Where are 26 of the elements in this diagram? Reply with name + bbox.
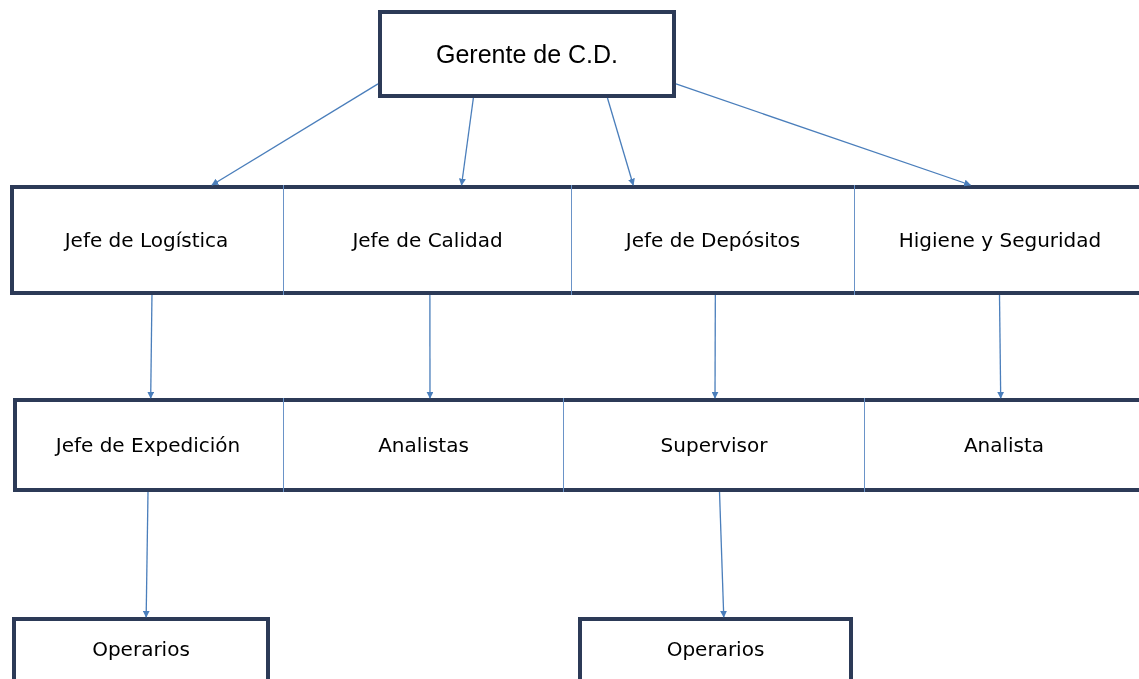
org-box <box>12 617 270 679</box>
arrow <box>142 491 150 618</box>
row-band <box>10 185 1139 295</box>
arrow <box>458 97 474 186</box>
role-label: Operarios <box>92 637 190 661</box>
org-box <box>378 10 676 98</box>
title-text: Gerente de C.D. <box>436 39 618 69</box>
arrow <box>997 294 1005 399</box>
arrow <box>675 83 972 187</box>
arrow <box>711 294 719 399</box>
role-label: Supervisor <box>660 433 768 457</box>
arrow <box>426 294 434 399</box>
org-box <box>578 617 853 679</box>
row-band <box>13 398 1139 492</box>
role-label: Jefe de Expedición <box>55 433 241 457</box>
role-label: Analista <box>963 433 1045 457</box>
role-label: Jefe de Logística <box>64 228 229 252</box>
role-label: Analistas <box>378 433 469 457</box>
arrow <box>147 294 155 399</box>
role-label: Jefe de Calidad <box>352 228 503 252</box>
role-label: Jefe de Depósitos <box>625 228 801 252</box>
role-label: Higiene y Seguridad <box>898 228 1102 252</box>
arrow <box>606 97 635 186</box>
role-label: Operarios <box>666 637 765 661</box>
arrow <box>211 83 379 186</box>
arrow <box>718 491 728 618</box>
